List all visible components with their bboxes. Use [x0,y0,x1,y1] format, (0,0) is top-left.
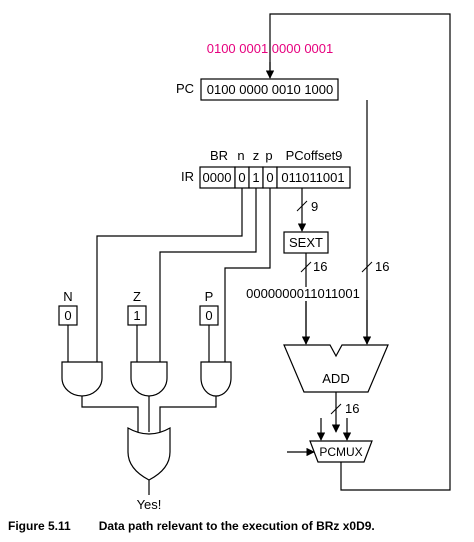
ir-n-to-and-wire [96,188,243,362]
caption-text: Data path relevant to the execution of B… [98,519,375,533]
cc-n: N 0 [58,289,78,362]
pc-register [200,78,339,101]
pcmux-box [309,440,373,463]
incoming-value: 0100 0001 0000 0001 [207,41,334,56]
cc-n-value: 0 [64,308,71,323]
and-gate-p [200,361,232,397]
ir-offset-field: 011011001 [281,170,344,185]
cc-z-name: Z [133,289,141,304]
cc-z-value: 1 [133,308,140,323]
and-n-to-or-wire [81,396,139,432]
datapath-diagram: 0100 0001 0000 0001 PC 0100 0000 0010 10… [58,13,451,510]
cc-p: P 0 [199,289,219,362]
ir-header-p: p [265,148,272,163]
result-label: Yes! [137,497,162,510]
ir-n-bit: 0 [238,170,245,185]
and-gate-z [130,361,168,397]
add-label: ADD [322,371,349,386]
figure-caption: Figure 5.11 Data path relevant to the exe… [8,519,375,533]
add-bus-slash [330,403,342,415]
sext-output-value: 0000000011011001 [246,286,360,301]
ir-header-z: z [253,148,260,163]
pcmux-label: PCMUX [319,445,362,459]
pc-value: 0100 0000 0010 1000 [207,82,334,97]
sext-bus-width: 16 [313,259,327,274]
pc-label: PC [176,81,194,96]
or-gate [127,426,171,481]
pc-bus-width: 16 [375,259,389,274]
and-gate-n [61,361,103,397]
ir-z-to-and-wire [159,188,257,362]
ir-p-bit: 0 [266,170,273,185]
pc-feedback-wire [269,13,451,491]
ir-z-bit: 1 [252,170,259,185]
cc-p-name: P [205,289,214,304]
cc-p-value: 0 [205,308,212,323]
ir-opcode: 0000 [203,170,232,185]
ir-header-offset: PCoffset9 [286,148,343,163]
ir-label: IR [181,169,194,184]
cc-z: Z 1 [127,289,147,362]
cc-n-name: N [63,289,72,304]
caption-number: Figure 5.11 [8,519,71,533]
ir-p-to-and-wire [224,188,271,362]
pc-bus-slash [361,261,373,273]
and-p-to-or-wire [159,396,217,432]
add-bus-width: 16 [345,401,359,416]
sext-bus-slash [300,261,312,273]
ir-header-br: BR [210,148,228,163]
add-unit [283,344,389,393]
offset-bus-width: 9 [311,199,318,214]
offset-bus-slash [296,200,308,212]
ir-header-n: n [237,148,244,163]
sext-label: SEXT [289,235,323,250]
